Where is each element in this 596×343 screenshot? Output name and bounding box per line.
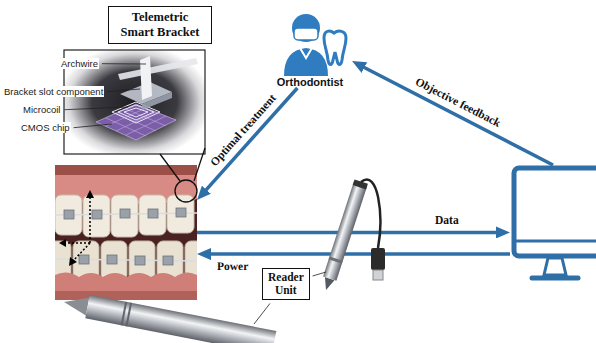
- chip-grid-part: [106, 108, 146, 126]
- mouth-photo-art-part-part: [79, 255, 89, 264]
- connector-group: [197, 66, 553, 254]
- mouth-photo-art-part: [55, 291, 197, 300]
- mouth-photo-art-part: [55, 165, 197, 300]
- monitor-art: [510, 165, 596, 293]
- mouth-photo-art-part: [55, 175, 197, 293]
- mouth-photo-art-part-part: [69, 257, 77, 266]
- edge-label: Data: [433, 213, 461, 227]
- node-text: Reader Unit: [268, 271, 304, 297]
- reader-pen-upper: [319, 179, 368, 292]
- reader-pen-upper-part: [353, 179, 368, 189]
- mouth-photo-art-part-part: [148, 209, 158, 218]
- mouth-photo-art-part: [65, 197, 90, 261]
- usb-cable: [361, 179, 380, 248]
- mouth-photo-art-part: [55, 272, 197, 293]
- mouth-photo-art-part-part: [163, 256, 173, 265]
- edge-label: Power: [215, 259, 250, 273]
- archwire-post: [140, 56, 152, 100]
- mouth-photo-art-part-part: [107, 255, 117, 264]
- mouth-photo-art-part: [59, 190, 94, 266]
- mouth-photo-art-part-part: [176, 208, 186, 217]
- orthodontist-icon-part: [294, 28, 318, 40]
- reader-pen-lower-part: [126, 303, 133, 327]
- zoom-lines: [160, 148, 205, 202]
- orthodontist-icon-part: [300, 48, 312, 58]
- mouth-photo-art-part-part: [65, 242, 90, 244]
- reader-pen-upper-part: [329, 256, 343, 263]
- flow-arrow: [207, 252, 510, 256]
- mouth-photo-art: [55, 165, 197, 300]
- zoom-lines-part: [160, 154, 180, 181]
- part-label: Bracket slot component: [3, 86, 104, 97]
- reader-pen-lower-part: [62, 293, 89, 315]
- node-text: Telemetric Smart Bracket: [116, 10, 204, 40]
- reader-pen-lower-part: [85, 295, 276, 343]
- mouth-photo-art-part-part: [59, 239, 66, 247]
- edge-label: Optimal treatment: [206, 90, 281, 171]
- mouth-photo-art-part-part: [73, 243, 90, 261]
- zoom-lines-part: [194, 148, 205, 181]
- mouth-photo-art-part: [55, 241, 197, 281]
- orthodontist-icon: [270, 4, 350, 76]
- part-label: Microcoil: [22, 104, 61, 115]
- chip-grid: [106, 108, 166, 136]
- mouth-photo-art-part-part: [120, 209, 130, 218]
- mouth-photo-art-part-part: [89, 197, 91, 243]
- reader-pen-upper-part: [323, 181, 367, 280]
- orthodontist-icon-part: [324, 31, 346, 64]
- mouth-photo-art-part-part: [83, 195, 110, 237]
- flow-arrow: [204, 88, 298, 193]
- edge-label: Objective feedback: [411, 74, 505, 132]
- orthodontist-icon-part: [292, 14, 320, 42]
- mouth-photo-art-part-part: [92, 210, 102, 219]
- mouth-photo-art-part-part: [64, 210, 74, 219]
- part-label: Archwire: [60, 58, 99, 69]
- monitor-art-part: [544, 258, 566, 275]
- reader-leader: [254, 303, 270, 324]
- orthodontist-icon-part: [284, 48, 328, 76]
- mouth-photo-art-part-part: [86, 190, 94, 198]
- zoom-lines-part: [175, 180, 197, 202]
- mouth-photo-art-part: [55, 259, 197, 261]
- computer-monitor: [510, 165, 596, 293]
- mouth-photo-art-part-part: [139, 195, 166, 235]
- cmos-chip: [96, 104, 176, 140]
- monitor-art-part: [514, 168, 596, 256]
- monitor-art-part: [514, 240, 596, 243]
- reader-box: Reader Unit: [262, 268, 310, 300]
- chip-grid-part: [116, 113, 156, 131]
- chip-grid-part: [116, 112, 156, 131]
- mouth-photo: [55, 165, 197, 300]
- leader-line: [107, 89, 140, 92]
- microcoil-part: [124, 108, 148, 117]
- monitor-art-part: [532, 276, 578, 281]
- usb-plug: [371, 248, 385, 270]
- usb-connector: [373, 270, 383, 280]
- mouth-photo-art-part: [55, 195, 194, 237]
- leader-line: [102, 63, 146, 64]
- mouth-photo-art-part: [64, 208, 186, 265]
- leader-line: [64, 107, 128, 110]
- mouth-photo-art-part-part: [135, 256, 145, 265]
- reader-pen-lower: [62, 290, 277, 343]
- title-box: Telemetric Smart Bracket: [108, 6, 212, 44]
- orthodontist-node: Orthodontist: [268, 4, 352, 88]
- flow-arrow: [361, 66, 553, 165]
- archwire-bar: [118, 58, 198, 80]
- reader-leader: [313, 272, 326, 276]
- leader-lines: [64, 64, 326, 324]
- node-text: Orthodontist: [277, 76, 344, 88]
- mouth-photo-art-part-part: [111, 195, 138, 237]
- reader-pen-lower-part: [121, 302, 128, 326]
- part-label: CMOS chip: [20, 122, 71, 133]
- leader-line: [74, 124, 112, 128]
